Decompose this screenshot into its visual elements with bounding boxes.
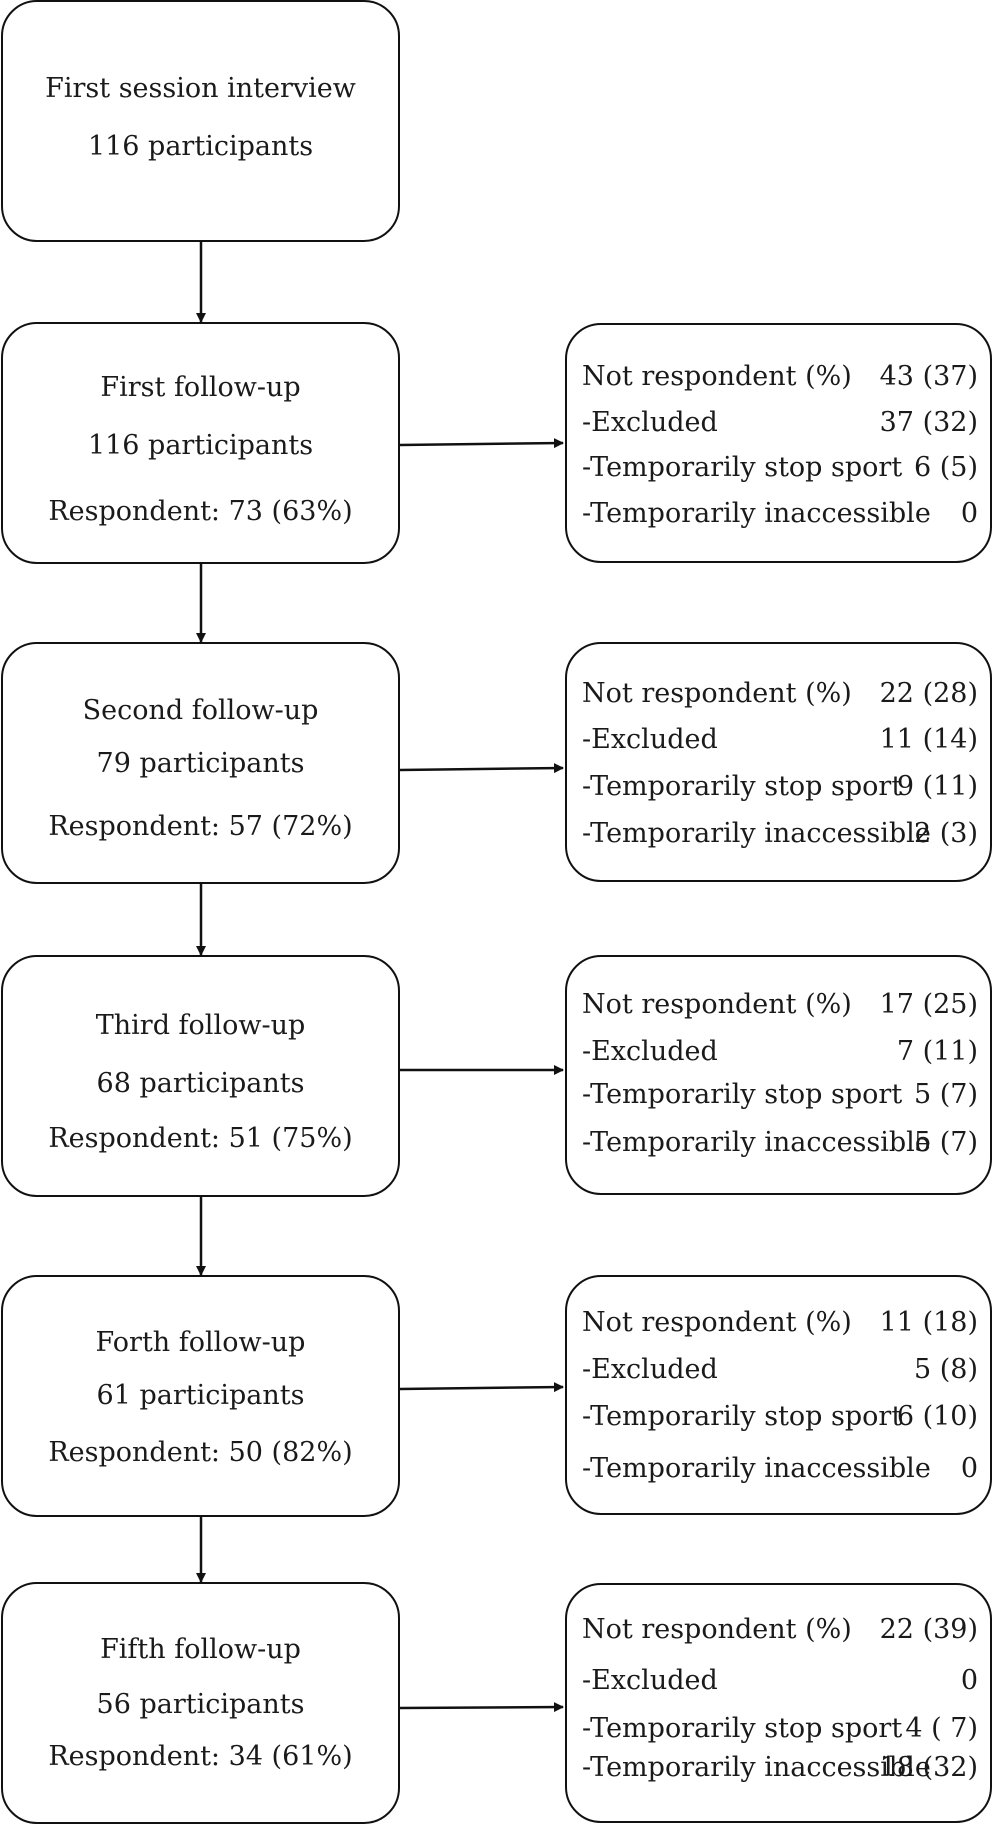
row-value: 2 (3): [913, 818, 978, 849]
stage-title: Second follow-up: [82, 695, 319, 726]
stage-respondent: Respondent: 34 (61%): [48, 1741, 353, 1772]
row-label: Not respondent (%): [582, 1614, 852, 1645]
stage-participants: 79 participants: [96, 748, 305, 779]
stage-box-second-follow-up: Second follow-up 79 participants Respond…: [1, 642, 400, 884]
stage-participants: 61 participants: [96, 1380, 305, 1411]
row-value: 22 (39): [879, 1614, 978, 1645]
row-value: 5 (7): [913, 1127, 978, 1158]
stage-title: Forth follow-up: [95, 1327, 306, 1358]
stage-participants: 116 participants: [87, 131, 314, 162]
stage-box-first-follow-up: First follow-up 116 participants Respond…: [1, 322, 400, 564]
row-label: -Temporarily stop sport: [582, 1079, 903, 1110]
row-value: 5 (7): [913, 1079, 978, 1110]
row-label: -Temporarily stop sport: [582, 452, 903, 483]
detail-box-fifth-follow-up: Not respondent (%) 22 (39) -Excluded 0 -Te…: [565, 1583, 992, 1823]
arrow-right: [399, 1382, 564, 1393]
stage-respondent: Respondent: 57 (72%): [48, 811, 353, 842]
stage-box-fifth-follow-up: Fifth follow-up 56 participants Responde…: [1, 1582, 400, 1824]
stage-title: First follow-up: [100, 372, 301, 403]
stage-title: Fifth follow-up: [100, 1634, 301, 1665]
stage-box-third-follow-up: Third follow-up 68 participants Responde…: [1, 955, 400, 1197]
row-label: -Temporarily stop sport: [582, 1713, 903, 1744]
row-value: 6 (5): [913, 452, 978, 483]
row-value: 6 (10): [896, 1401, 978, 1432]
row-label: Not respondent (%): [582, 678, 852, 709]
detail-box-third-follow-up: Not respondent (%) 17 (25) -Excluded 7 (11…: [565, 955, 992, 1195]
row-value: 43 (37): [879, 361, 978, 392]
stage-title: First session interview: [45, 73, 356, 104]
row-value: 9 (11): [896, 771, 978, 802]
stage-respondent: Respondent: 51 (75%): [48, 1123, 353, 1154]
row-label: -Temporarily inaccessible: [582, 1127, 931, 1158]
row-label: -Temporarily stop sport: [582, 771, 903, 802]
row-label: -Temporarily inaccessible: [582, 1453, 931, 1484]
row-value: 0: [960, 1453, 978, 1484]
row-label: Not respondent (%): [582, 1307, 852, 1338]
row-label: -Temporarily inaccessible: [582, 498, 931, 529]
arrow-right: [399, 438, 564, 449]
row-label: Not respondent (%): [582, 989, 852, 1020]
row-label: Not respondent (%): [582, 361, 852, 392]
row-value: 0: [960, 498, 978, 529]
stage-box-forth-follow-up: Forth follow-up 61 participants Responde…: [1, 1275, 400, 1517]
stage-title: Third follow-up: [95, 1010, 306, 1041]
row-label: -Temporarily stop sport: [582, 1401, 903, 1432]
stage-box-first-session: First session interview 116 participants: [1, 0, 400, 242]
arrow-right: [399, 763, 564, 774]
row-value: 11 (18): [879, 1307, 978, 1338]
row-value: 37 (32): [879, 407, 978, 438]
row-value: 22 (28): [879, 678, 978, 709]
detail-box-second-follow-up: Not respondent (%) 22 (28) -Excluded 11 (1…: [565, 642, 992, 882]
row-value: 17 (25): [879, 989, 978, 1020]
detail-box-first-follow-up: Not respondent (%) 43 (37) -Excluded 37 (3…: [565, 323, 992, 563]
arrow-right: [399, 1702, 564, 1713]
row-label: -Temporarily inaccessible: [582, 1752, 931, 1783]
stage-participants: 116 participants: [87, 430, 314, 461]
stage-participants: 56 participants: [96, 1689, 305, 1720]
stage-respondent: Respondent: 73 (63%): [48, 496, 353, 527]
row-label: -Excluded: [582, 407, 718, 438]
row-value: 4 ( 7): [905, 1713, 978, 1744]
row-label: -Excluded: [582, 1036, 718, 1067]
stage-participants: 68 participants: [96, 1068, 305, 1099]
row-value: 5 (8): [913, 1354, 978, 1385]
row-label: -Excluded: [582, 1665, 718, 1696]
row-value: 18 (32): [879, 1752, 978, 1783]
row-label: -Temporarily inaccessible: [582, 818, 931, 849]
row-value: 0: [960, 1665, 978, 1696]
detail-box-forth-follow-up: Not respondent (%) 11 (18) -Excluded 5 (8)…: [565, 1275, 992, 1515]
row-value: 7 (11): [896, 1036, 978, 1067]
row-value: 11 (14): [879, 724, 978, 755]
row-label: -Excluded: [582, 1354, 718, 1385]
stage-respondent: Respondent: 50 (82%): [48, 1437, 353, 1468]
row-label: -Excluded: [582, 724, 718, 755]
